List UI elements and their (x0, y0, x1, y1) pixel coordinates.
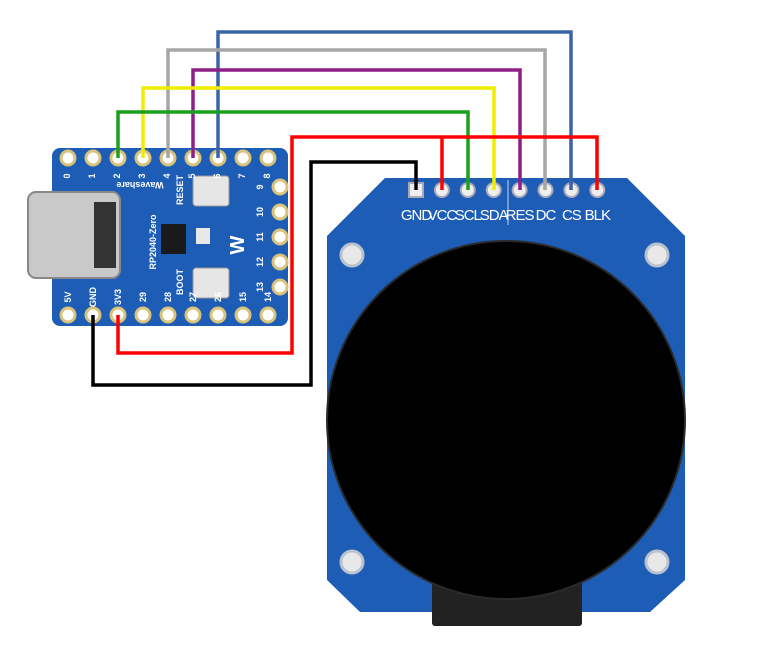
display-pin-label: RES (506, 207, 535, 224)
display-pin-label: SCL (455, 207, 482, 224)
wire-3v3-blk (116, 135, 599, 355)
wire-scl-gp2 (116, 110, 470, 190)
pin-label: 1 (87, 173, 97, 178)
pin-label: 26 (213, 292, 223, 302)
pin-pad (271, 253, 289, 271)
pin-label: 27 (188, 292, 198, 302)
pin-pad (234, 306, 252, 324)
pin-label: 5 (187, 173, 197, 178)
pin-label: 0 (62, 173, 72, 178)
chip (161, 224, 186, 254)
wires (91, 30, 599, 387)
model-label: RP2040-Zero (148, 214, 158, 270)
pin-label: 9 (255, 184, 265, 189)
reset-button (192, 175, 230, 207)
display-pin-label: CS (562, 207, 582, 224)
boot-label: BOOT (175, 268, 185, 295)
pin-label: 6 (212, 173, 222, 178)
pin-label: 2 (112, 173, 122, 178)
mount-hole (644, 242, 670, 268)
pin-pad (271, 228, 289, 246)
usb-c-port-inner (94, 202, 116, 268)
pin-pad (159, 306, 177, 324)
pin-label: 15 (238, 292, 248, 302)
pin-label: 5V (63, 291, 73, 302)
boot-button (192, 267, 230, 299)
display-pin-label: DC (536, 207, 557, 224)
display-pin-label: GND (401, 207, 433, 224)
pin-label: 3V3 (113, 289, 123, 305)
pin-pad (59, 306, 77, 324)
reset-label: RESET (175, 174, 185, 205)
wire-dc-gp4 (166, 48, 547, 190)
pin-pad (84, 149, 102, 167)
pin-pad (259, 306, 277, 324)
wire-gnd (91, 160, 418, 387)
pin-pad (134, 306, 152, 324)
pin-pad (271, 203, 289, 221)
mount-hole (339, 549, 365, 575)
pin-pad (209, 306, 227, 324)
pin-label: GND (88, 287, 98, 308)
pin-pad (271, 178, 289, 196)
brand-label: Waveshare (116, 180, 163, 190)
pin-pad (59, 149, 77, 167)
pin-label: 7 (237, 173, 247, 178)
pin-pad (184, 306, 202, 324)
rgb-led (196, 228, 210, 244)
pin-pad (271, 278, 289, 296)
pin-label: 8 (262, 173, 272, 178)
lcd-screen (326, 240, 686, 600)
pin-label: 14 (263, 292, 273, 302)
pin-label: 12 (255, 257, 265, 267)
display-pin-label: BLK (585, 207, 611, 224)
wire-sda-gp3 (141, 86, 496, 190)
pin-pad (259, 149, 277, 167)
pin-label: 10 (255, 207, 265, 217)
pin-label: 29 (138, 292, 148, 302)
mount-hole (339, 242, 365, 268)
pin-label: 28 (163, 292, 173, 302)
waveshare-logo: W (227, 235, 249, 254)
pin-label: 4 (162, 173, 172, 178)
pin-pad (234, 149, 252, 167)
mount-hole (644, 549, 670, 575)
display-pin-label: VCC (428, 207, 458, 224)
wire-cs-gp6 (216, 30, 573, 190)
wire-res-gp5 (191, 68, 522, 190)
pin-label: 11 (255, 232, 265, 242)
display-pin-label: SDA (480, 207, 509, 224)
pin-label: 13 (255, 282, 265, 292)
pin-label: 3 (137, 173, 147, 178)
